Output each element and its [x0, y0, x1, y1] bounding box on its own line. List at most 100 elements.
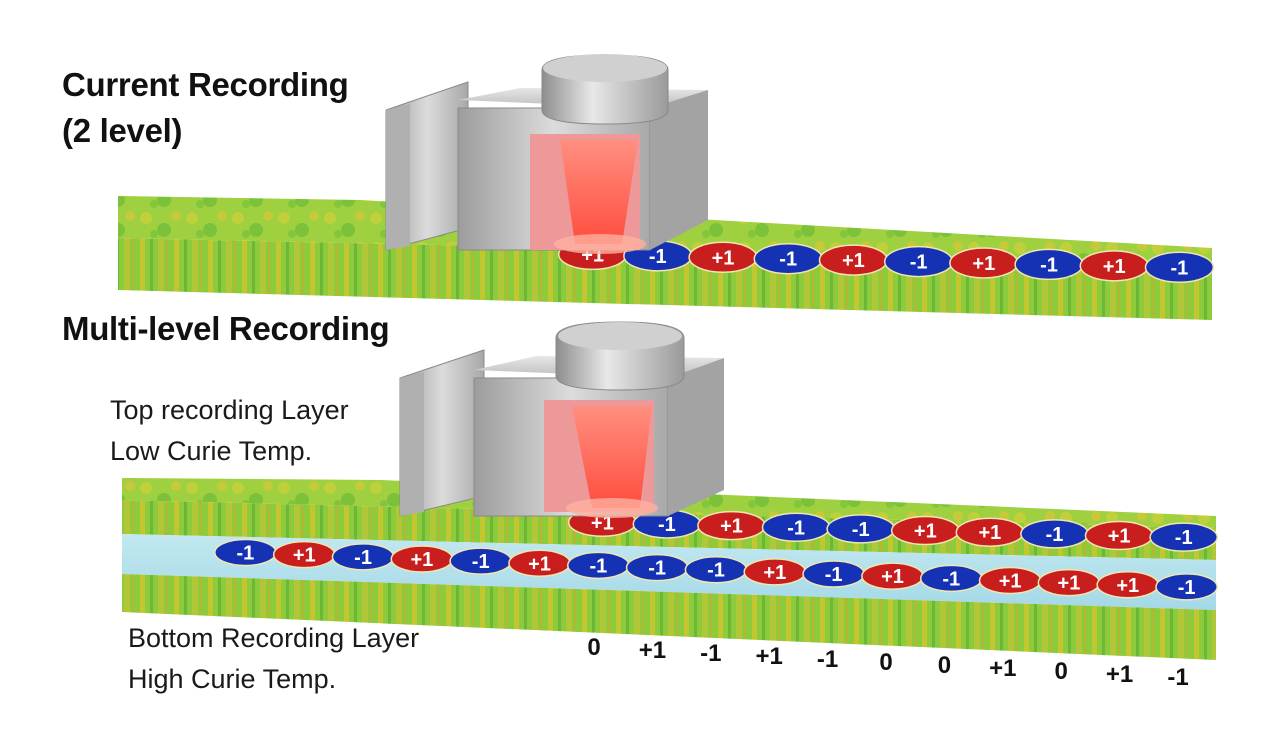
result-value: -1 [1167, 664, 1189, 691]
multi-laser-beam [572, 406, 652, 508]
multi-lens-top [558, 322, 682, 350]
multi-bottom-bit-label: -1 [825, 564, 843, 586]
multi-bottom-bit: -1 [919, 564, 983, 593]
multi-top-bit: -1 [761, 512, 831, 543]
multi-top-bit-label: -1 [1046, 524, 1064, 546]
multi-top-bit: -1 [632, 509, 702, 539]
multi-level-title: Multi-level Recording [62, 310, 390, 347]
current-bit: +1 [1079, 250, 1149, 282]
multi-top-bit-row: +1-1+1-1-1+1+1-1+1-1 [567, 507, 1219, 552]
current-bit-label: -1 [910, 252, 928, 274]
multi-top-bit: -1 [1149, 522, 1219, 552]
multi-bottom-bit: -1 [802, 560, 865, 588]
multi-bottom-bit: -1 [625, 553, 689, 582]
bottom-layer-front [122, 574, 1216, 660]
current-laser-spot [554, 234, 646, 254]
multi-bottom-bit: -1 [449, 547, 513, 575]
current-head-block-side [650, 90, 708, 250]
current-bit-label: +1 [712, 247, 735, 269]
current-bit-row: +1-1+1-1+1-1+1-1+1-1 [557, 238, 1215, 284]
current-title-line-2: (2 level) [62, 111, 183, 149]
current-bit: +1 [818, 244, 889, 276]
result-value: +1 [638, 637, 667, 664]
current-bit: -1 [753, 242, 823, 275]
multi-bottom-bit-label: -1 [589, 555, 607, 577]
multi-bottom-bit: -1 [684, 555, 748, 584]
current-side-plate-face [386, 104, 410, 250]
multi-bottom-bit: +1 [861, 562, 924, 590]
result-value: +1 [1105, 661, 1134, 688]
current-recording-head [385, 54, 708, 254]
multi-head-block-side [668, 358, 724, 516]
current-bit: +1 [688, 241, 758, 274]
multi-bottom-bit: +1 [1037, 568, 1101, 597]
multi-bottom-bit-label: +1 [881, 566, 904, 588]
bottom-layer-line-2: High Curie Temp. [128, 663, 337, 694]
multi-top-bit-label: -1 [852, 519, 870, 541]
result-value: 0 [879, 649, 893, 676]
multi-bottom-bit: +1 [390, 545, 454, 573]
current-domain [1144, 251, 1215, 284]
multi-bottom-bit-label: -1 [354, 547, 372, 569]
current-bit: -1 [1144, 251, 1215, 284]
multi-bottom-bit-label: +1 [1116, 575, 1139, 597]
multi-bottom-bit-row: -1 +1 -1 +1 -1 +1 -1 -1 -1 +1 -1 +1 -1 +1 +1 +1 -1 [214, 538, 1218, 601]
result-value: 0 [937, 652, 952, 679]
multi-top-bit-label: +1 [978, 522, 1001, 544]
multi-top-bit-label: +1 [1108, 526, 1131, 548]
multi-top-bit-label: +1 [914, 521, 937, 543]
multi-bottom-bit-label: -1 [648, 558, 666, 580]
current-bit-label: +1 [842, 250, 865, 272]
multi-top-bit: +1 [697, 510, 766, 541]
current-bit-label: -1 [1171, 257, 1189, 279]
multi-bottom-bit: -1 [1155, 573, 1218, 601]
top-layer-label: Top recording Layer Low Curie Temp. [110, 390, 349, 471]
multi-bottom-bit-label: -1 [472, 551, 490, 573]
multi-bottom-bit: +1 [1096, 571, 1160, 599]
multi-recording-head [399, 321, 724, 518]
multi-bottom-bit: -1 [567, 551, 630, 580]
current-lens-top [543, 54, 667, 82]
top-layer-line-1: Top recording Layer [110, 395, 349, 425]
result-value: 0 [587, 634, 601, 661]
current-bit-label: -1 [1040, 254, 1058, 276]
result-value: -1 [816, 646, 839, 673]
multi-level-medium: +1-1+1-1-1+1+1-1+1-1 -1+1-1+1-1+1-1-1-1+… [122, 478, 1219, 660]
multi-top-bit: +1 [1084, 520, 1154, 551]
multi-bottom-bit-label: +1 [763, 562, 786, 584]
multi-top-domain [1149, 522, 1219, 552]
multi-bottom-bit: +1 [978, 566, 1042, 595]
multi-top-bit-label: +1 [720, 516, 743, 538]
result-value: -1 [700, 640, 722, 667]
multi-top-bit-label: -1 [787, 517, 805, 539]
multi-bottom-bit-label: +1 [999, 570, 1022, 592]
current-bit: -1 [1014, 248, 1084, 281]
multi-bottom-bit-label: +1 [528, 553, 551, 575]
multi-bottom-bit-label: +1 [293, 545, 316, 567]
multi-bottom-bit: +1 [272, 540, 336, 569]
multi-top-bit: +1 [955, 517, 1025, 547]
current-recording-title: Current Recording (2 level) [62, 62, 349, 153]
current-laser-beam [560, 140, 638, 244]
multi-bottom-bit-label: -1 [237, 543, 255, 565]
result-value: +1 [989, 655, 1017, 682]
bottom-layer-label: Bottom Recording Layer High Curie Temp. [128, 618, 419, 699]
top-layer-line-2: Low Curie Temp. [110, 435, 313, 466]
multi-bottom-bit-label: +1 [1058, 573, 1081, 595]
multi-bottom-bit: -1 [331, 543, 395, 571]
multi-top-bit: +1 [890, 515, 960, 546]
multi-bottom-bit: +1 [508, 549, 571, 578]
multi-top-bit: -1 [1020, 519, 1089, 549]
current-bit-label: +1 [972, 253, 995, 275]
multi-laser-spot [566, 498, 658, 518]
bottom-layer-line-1: Bottom Recording Layer [128, 623, 420, 653]
result-value: +1 [755, 643, 783, 670]
multi-bottom-bit: +1 [743, 558, 807, 586]
multi-bottom-bit-label: -1 [707, 560, 725, 582]
multi-side-plate-face [400, 372, 424, 516]
current-bit-label: +1 [1103, 256, 1126, 278]
current-bit-label: -1 [779, 249, 797, 271]
current-bit-label: -1 [649, 246, 667, 268]
